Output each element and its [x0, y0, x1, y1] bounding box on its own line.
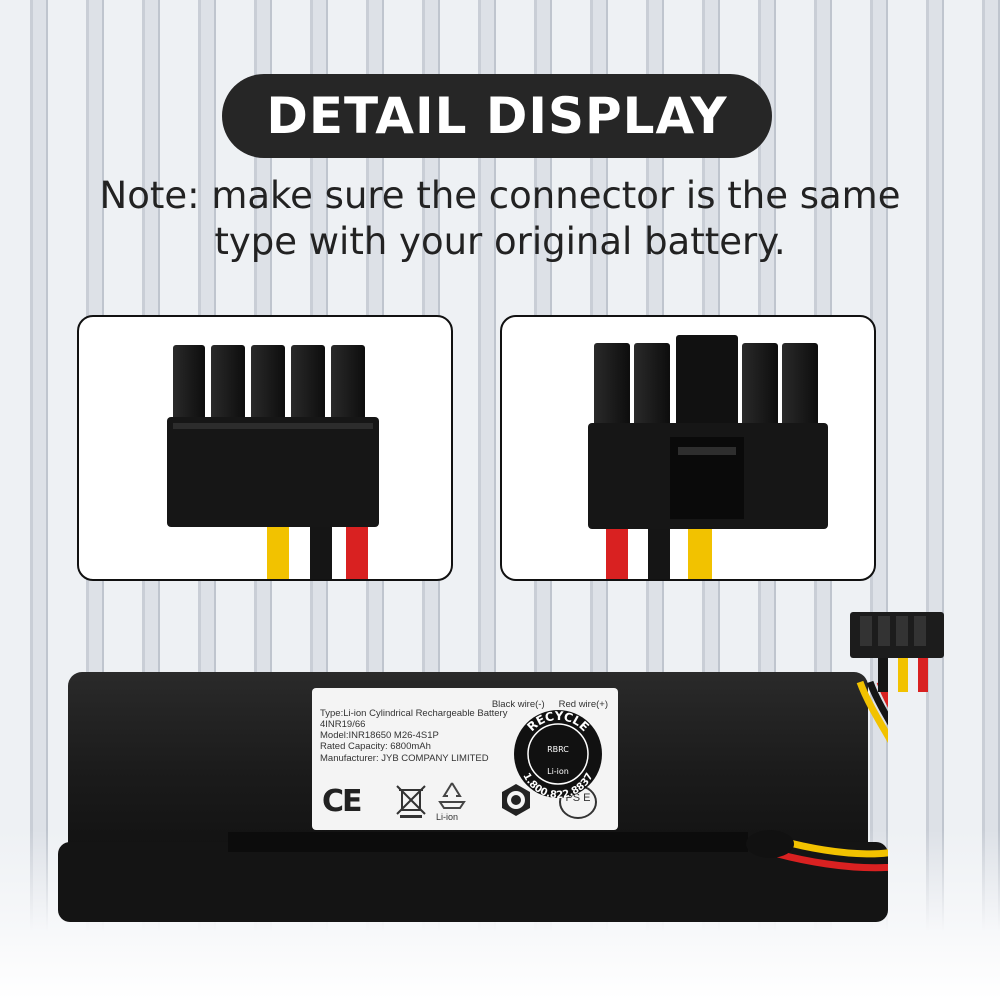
battery-connector: [850, 612, 944, 692]
battery-capacity: Rated Capacity: 6800mAh: [320, 741, 431, 752]
connector-right-illustration: [588, 335, 828, 579]
page-title: DETAIL DISPLAY: [266, 87, 728, 145]
red-wire-label: Red wire(+): [558, 699, 608, 710]
recycle-arrows-icon: [438, 782, 466, 809]
battery-type: Type:Li-ion Cylindrical Rechargeable Bat…: [320, 708, 508, 719]
rbrc-recycle-badge: RECYCLE RBRC Li-ion 1.800.822.8837: [514, 709, 602, 800]
title-banner: DETAIL DISPLAY: [222, 74, 772, 158]
battery-label: Black wire(-) Red wire(+) Type:Li-ion Cy…: [312, 688, 618, 830]
recycle-badge-bottom: Li-ion: [547, 767, 569, 776]
note-line-2: type with your original battery.: [214, 220, 786, 263]
tuv-mark-icon: [502, 784, 530, 816]
connector-left-illustration: [167, 345, 379, 579]
weee-bin-icon: [396, 785, 426, 818]
wire-legend: Black wire(-) Red wire(+): [492, 699, 608, 710]
battery-manufacturer: Manufacturer: JYB COMPANY LIMITED: [320, 753, 489, 764]
ce-mark: CE: [322, 784, 362, 819]
note-line-1: Note: make sure the connector is the sam…: [99, 174, 901, 217]
black-wire-label: Black wire(-): [491, 699, 545, 710]
liion-symbol-label: Li-ion: [436, 812, 459, 822]
recycle-badge-center: RBRC: [547, 745, 569, 754]
connector-closeup-left: [77, 315, 453, 581]
connector-closeup-right: [500, 315, 876, 581]
battery-model: Model:INR18650 M26-4S1P: [320, 730, 439, 741]
battery-cells: 4INR19/66: [320, 719, 366, 730]
